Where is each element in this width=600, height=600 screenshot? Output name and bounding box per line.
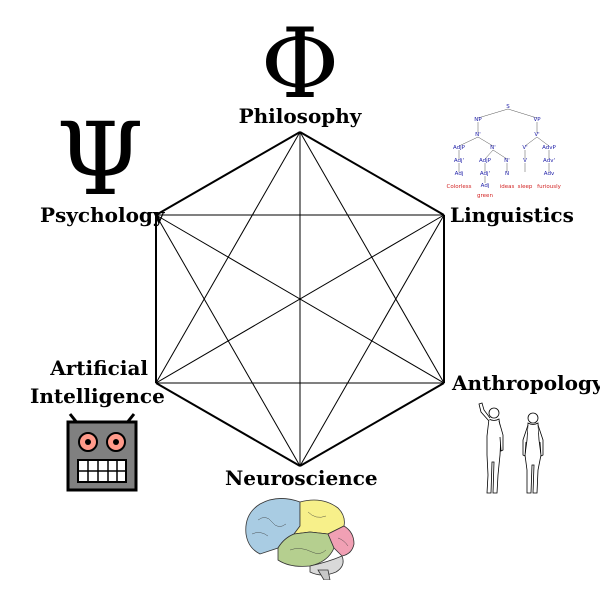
- neuroscience-label: Neuroscience: [225, 466, 378, 490]
- tree-node: N': [490, 145, 496, 151]
- line-anthropology-psychology: [155, 214, 445, 384]
- psychology-label: Psychology: [40, 203, 165, 227]
- tree-node: N': [475, 132, 481, 138]
- tree-node: Adj: [455, 171, 464, 177]
- linguistics-label: Linguistics: [450, 203, 574, 227]
- tree-node: N': [504, 158, 510, 164]
- tree-node: S: [506, 104, 510, 110]
- tree-word: Colorless: [446, 184, 471, 190]
- tree-word: green: [477, 193, 493, 199]
- anthropology-label: Anthropology: [452, 371, 600, 395]
- tree-node: Adj: [481, 183, 490, 189]
- brain-temporal-lobe: [277, 531, 335, 567]
- phi-icon: Φ: [260, 8, 340, 120]
- tree-node: V': [522, 145, 527, 151]
- tree-node: VP: [533, 117, 541, 123]
- tree-word: furiously: [537, 184, 561, 190]
- tree-node: AdjP: [479, 158, 492, 164]
- tree-node: Adj': [454, 158, 464, 164]
- edge-neuroscience-ai: [155, 382, 301, 467]
- syntax-tree-icon: S NP VP N' V' AdjP N' V' AdvP Adj' AdjP …: [446, 104, 561, 199]
- ai-label-line2: Intelligence: [30, 384, 165, 408]
- brain-icon: [245, 498, 355, 580]
- robot-icon: [66, 413, 138, 492]
- edge-psychology-philosophy: [155, 131, 301, 216]
- human-figures-icon: [478, 402, 544, 494]
- brain-stem: [317, 569, 331, 580]
- tree-word: ideas: [500, 184, 515, 190]
- tree-node: Adv: [544, 171, 555, 177]
- tree-node: N: [505, 171, 509, 177]
- edge-anthropology-neuroscience: [299, 382, 445, 467]
- tree-word: sleep: [518, 184, 533, 190]
- edge-philosophy-linguistics: [299, 131, 445, 216]
- line-neuroscience-psychology: [155, 214, 301, 467]
- tree-node: AdvP: [542, 145, 556, 151]
- tree-node: V: [523, 158, 527, 164]
- philosophy-label: Philosophy: [238, 104, 362, 128]
- tree-node: AdjP: [453, 145, 466, 151]
- tree-node: V': [534, 132, 539, 138]
- ai-label-line1: Artificial: [50, 356, 148, 380]
- tree-node: NP: [474, 117, 482, 123]
- tree-node: Adv': [543, 158, 555, 164]
- psi-icon: Ψ: [56, 101, 144, 218]
- brain-parietal-lobe: [293, 499, 345, 535]
- tree-node: Adj': [480, 171, 490, 177]
